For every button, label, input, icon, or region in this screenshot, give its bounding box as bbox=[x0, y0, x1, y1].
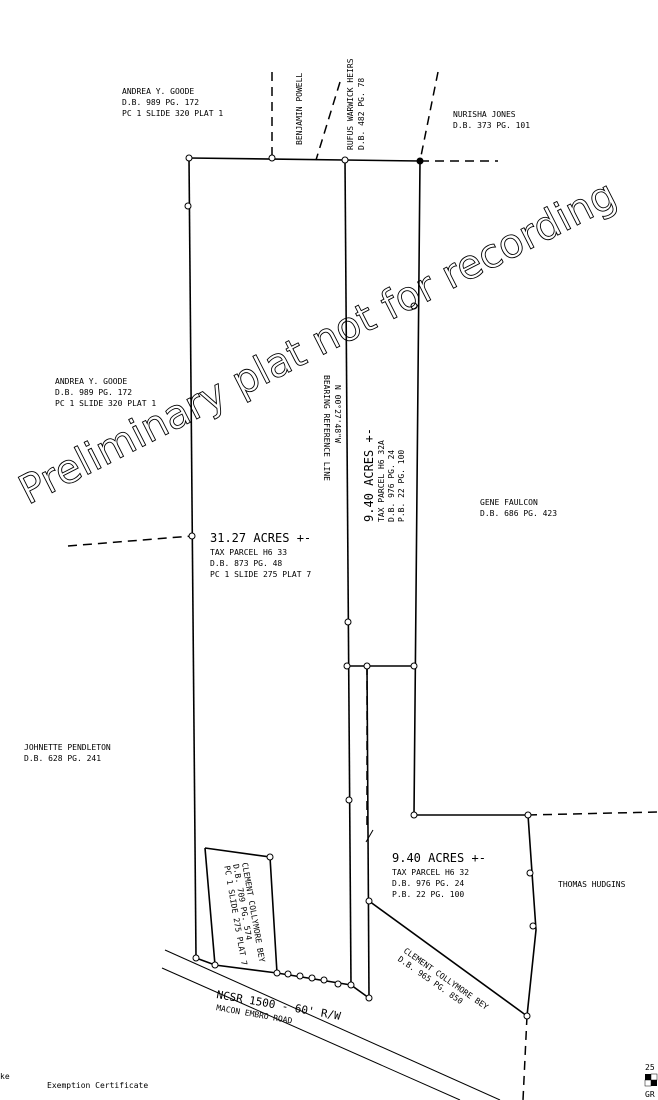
pin bbox=[266, 853, 274, 861]
dashed-lines bbox=[67, 71, 658, 1100]
parcel-acreage: 9.40 ACRES +- bbox=[392, 851, 486, 865]
north-boundary bbox=[188, 157, 421, 162]
pin bbox=[526, 869, 534, 877]
pin bbox=[410, 662, 418, 670]
plat-reference: P.B. 22 PG. 100 bbox=[397, 450, 406, 522]
owner-jones: NURISHA JONES D.B. 373 PG. 101 bbox=[453, 110, 530, 130]
parcel-h6-32a: 9.40 ACRES +- TAX PARCEL H6 32A D.B. 976… bbox=[362, 428, 406, 522]
deed-reference: D.B. 976 PG. 24 bbox=[392, 879, 464, 888]
east-dashed-extension bbox=[527, 811, 658, 816]
tax-parcel: TAX PARCEL H6 33 bbox=[210, 548, 287, 557]
owner-hudgins: THOMAS HUDGINS bbox=[558, 880, 626, 889]
deed-reference: D.B. 989 PG. 172 bbox=[122, 98, 199, 107]
road-row-south-edge bbox=[161, 967, 461, 1100]
parcel-acreage: 9.40 ACRES +- bbox=[362, 428, 376, 522]
footer-fragment: ke bbox=[0, 1072, 10, 1081]
pin bbox=[410, 811, 418, 819]
pin bbox=[211, 961, 219, 969]
pin bbox=[524, 811, 532, 819]
owner-goode-top: ANDREA Y. GOODE D.B. 989 PG. 172 PC 1 SL… bbox=[122, 87, 223, 118]
south-dashed-extension bbox=[522, 1015, 528, 1100]
pin bbox=[523, 1012, 531, 1020]
owner-bey-road-lot: CLEMENT COLLYMORE BEY D.B. 965 PG. 850 bbox=[396, 946, 490, 1011]
parcel-32-east-line bbox=[526, 814, 537, 1017]
owner-name: GENE FAULCON bbox=[480, 498, 538, 507]
bey-lot-north-line bbox=[368, 900, 528, 1017]
owner-goode-mid: ANDREA Y. GOODE D.B. 989 PG. 172 PC 1 SL… bbox=[55, 377, 156, 408]
bearing-label: BEARING REFERENCE LINE bbox=[322, 375, 331, 481]
pin bbox=[365, 897, 373, 905]
pin bbox=[308, 974, 316, 982]
pin bbox=[365, 994, 373, 1002]
pin bbox=[345, 796, 353, 804]
pin bbox=[320, 976, 328, 984]
pin bbox=[296, 972, 304, 980]
pin bbox=[363, 662, 371, 670]
deed-reference: D.B. 373 PG. 101 bbox=[453, 121, 530, 130]
jones-dashed-line bbox=[419, 71, 439, 162]
pin bbox=[184, 202, 192, 210]
watermark: Preliminary plat not for recording bbox=[12, 172, 624, 514]
plat-reference: PC 1 SLIDE 320 PLAT 1 bbox=[55, 399, 156, 408]
owner-name: RUFUS WARWICK HEIRS bbox=[346, 58, 355, 150]
bey-small-lot-west-line bbox=[204, 847, 216, 966]
plat-reference: P.B. 22 PG. 100 bbox=[392, 890, 464, 899]
owner-powell: BENJAMIN POWELL bbox=[295, 73, 304, 145]
plat-reference: PC 1 SLIDE 275 PLAT 7 bbox=[210, 570, 311, 579]
pin bbox=[341, 156, 349, 164]
pin bbox=[343, 662, 351, 670]
boundary-lines bbox=[188, 157, 537, 1017]
road-row-north-edge bbox=[164, 949, 501, 1100]
corner-text: GR bbox=[645, 1090, 655, 1099]
owner-name: ANDREA Y. GOODE bbox=[122, 87, 194, 96]
tax-parcel: TAX PARCEL H6 32 bbox=[392, 868, 469, 877]
deed-reference: D.B. 976 PG. 24 bbox=[387, 450, 396, 522]
pin bbox=[529, 922, 537, 930]
pin bbox=[188, 532, 196, 540]
parcel-32-west-line bbox=[366, 665, 370, 999]
parcel-acreage: 31.27 ACRES +- bbox=[210, 531, 311, 545]
pin bbox=[410, 302, 418, 310]
west-dashed-line bbox=[67, 535, 193, 547]
deed-reference: D.B. 989 PG. 172 bbox=[55, 388, 132, 397]
road-label: NCSR 1500 - 60' R/W MACON EMBRO ROAD bbox=[215, 988, 342, 1025]
west-boundary bbox=[188, 157, 197, 959]
owner-faulcon: GENE FAULCON D.B. 686 PG. 423 bbox=[480, 498, 557, 518]
pin bbox=[334, 980, 342, 988]
bearing-reference: N 00°27'48"W BEARING REFERENCE LINE bbox=[322, 375, 342, 481]
owner-warwick: RUFUS WARWICK HEIRS D.B. 482 PG. 78 bbox=[346, 58, 366, 150]
pin bbox=[416, 157, 424, 165]
pin bbox=[284, 970, 292, 978]
pin bbox=[185, 154, 193, 162]
deed-reference: D.B. 628 PG. 241 bbox=[24, 754, 101, 763]
bearing-value: N 00°27'48"W bbox=[333, 385, 342, 443]
bearing-reference-line bbox=[344, 159, 352, 986]
pin bbox=[192, 954, 200, 962]
tax-parcel: TAX PARCEL H6 32A bbox=[377, 440, 386, 522]
road-right-of-way bbox=[161, 949, 501, 1100]
pin bbox=[268, 154, 276, 162]
plat-reference: PC 1 SLIDE 320 PLAT 1 bbox=[122, 109, 223, 118]
owner-name: ANDREA Y. GOODE bbox=[55, 377, 127, 386]
parcel-h6-32: 9.40 ACRES +- TAX PARCEL H6 32 D.B. 976 … bbox=[392, 851, 486, 899]
exemption-certificate: Exemption Certificate bbox=[47, 1081, 148, 1090]
corner-number: 25 bbox=[645, 1063, 655, 1072]
powell-warwick-dashed-line bbox=[315, 81, 341, 161]
checker-icon bbox=[644, 1073, 658, 1087]
deed-reference: D.B. 873 PG. 48 bbox=[210, 559, 282, 568]
parcel-h6-33: 31.27 ACRES +- TAX PARCEL H6 33 D.B. 873… bbox=[210, 531, 311, 579]
pin bbox=[273, 969, 281, 977]
pin bbox=[347, 981, 355, 989]
owner-name: JOHNETTE PENDLETON bbox=[24, 743, 111, 752]
owner-pendleton: JOHNETTE PENDLETON D.B. 628 PG. 241 bbox=[24, 743, 111, 763]
deed-reference: D.B. 482 PG. 78 bbox=[357, 78, 366, 150]
property-pins bbox=[184, 154, 537, 1020]
owner-name: NURISHA JONES bbox=[453, 110, 516, 119]
pin bbox=[344, 618, 352, 626]
break-mark bbox=[365, 829, 374, 843]
deed-reference: D.B. 686 PG. 423 bbox=[480, 509, 557, 518]
owner-bey-small-lot: CLEMENT COLLYMORE BEY D.B. 709 PG. 574 P… bbox=[222, 862, 266, 966]
